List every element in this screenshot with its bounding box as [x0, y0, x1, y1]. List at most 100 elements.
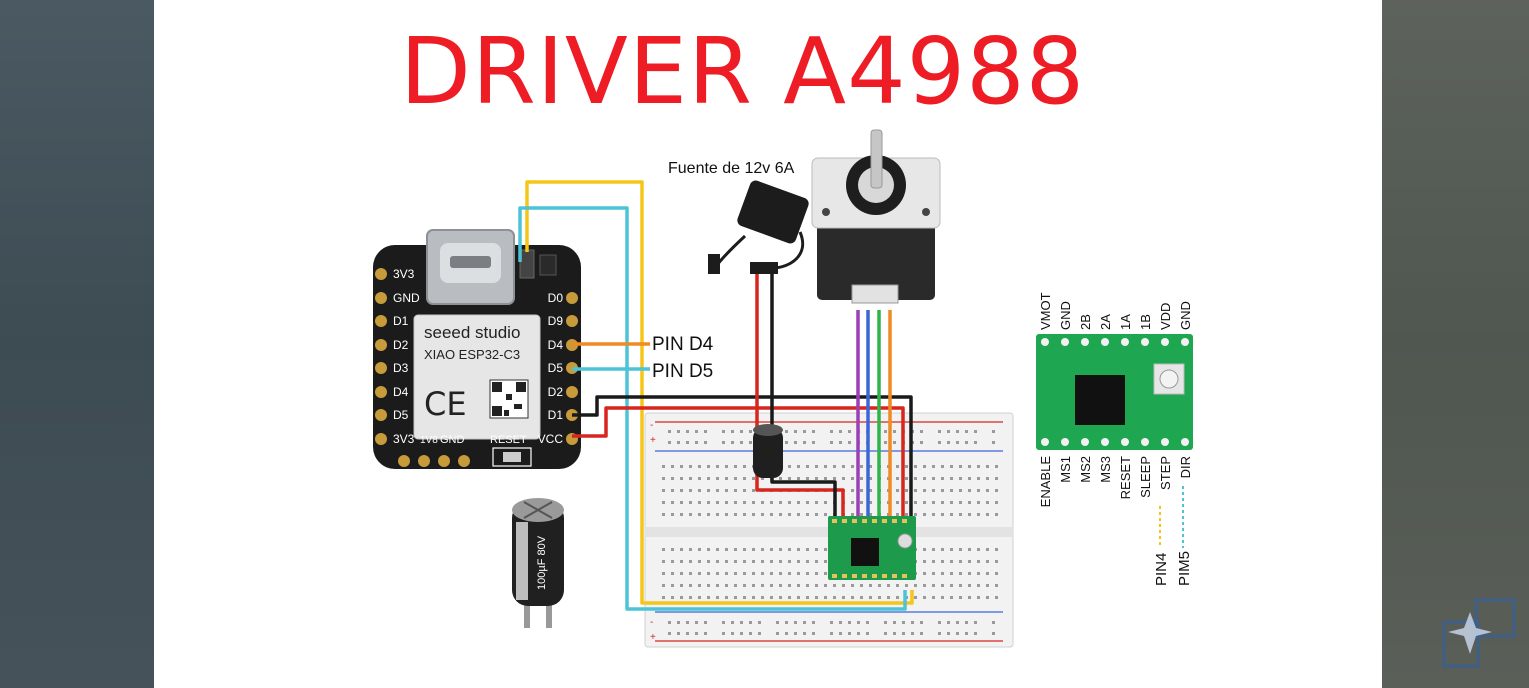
breadboard-hole [788, 548, 791, 551]
breadboard-rail-hole [974, 441, 977, 444]
a4988-pad [1081, 438, 1089, 446]
breadboard-hole [761, 584, 764, 587]
breadboard-hole [707, 477, 710, 480]
breadboard-hole [698, 572, 701, 575]
capacitor-on-breadboard [753, 424, 783, 478]
breadboard-hole [671, 584, 674, 587]
breadboard-hole [923, 584, 926, 587]
a4988-pad [1061, 438, 1069, 446]
breadboard-hole [788, 465, 791, 468]
breadboard-hole [824, 560, 827, 563]
breadboard-hole [707, 584, 710, 587]
a4988-pad [1041, 438, 1049, 446]
breadboard-hole [815, 584, 818, 587]
a4988-pin [832, 574, 837, 578]
breadboard-hole [752, 513, 755, 516]
breadboard-hole [689, 501, 692, 504]
breadboard-hole [950, 489, 953, 492]
breadboard-rail-hole [920, 441, 923, 444]
breadboard-hole [671, 560, 674, 563]
breadboard-hole [824, 465, 827, 468]
breadboard-hole [959, 477, 962, 480]
breadboard-hole [959, 501, 962, 504]
esp32-pad [566, 315, 578, 327]
breadboard-hole [797, 584, 800, 587]
breadboard-hole [662, 596, 665, 599]
breadboard-hole [815, 477, 818, 480]
esp32-right-pin-label: VCC [538, 432, 564, 446]
breadboard-hole [734, 596, 737, 599]
breadboard-rail-hole [668, 621, 671, 624]
breadboard-hole [851, 489, 854, 492]
breadboard-rail-hole [731, 441, 734, 444]
breadboard-rail-hole [704, 632, 707, 635]
esp32-right-pin-label: D5 [548, 361, 564, 375]
breadboard-hole [977, 572, 980, 575]
breadboard-rail-hole [731, 430, 734, 433]
breadboard-hole [743, 596, 746, 599]
a4988-pad [1141, 338, 1149, 346]
esp32-1v8-label: 1V8 [420, 435, 438, 446]
breadboard-hole [950, 584, 953, 587]
breadboard-hole [869, 596, 872, 599]
breadboard-rail-hole [965, 430, 968, 433]
breadboard-hole [914, 477, 917, 480]
breadboard-rail-hole [848, 430, 851, 433]
breadboard-hole [968, 465, 971, 468]
breadboard-rail-hole [740, 632, 743, 635]
breadboard-hole [932, 513, 935, 516]
breadboard-hole [680, 465, 683, 468]
breadboard-hole [995, 572, 998, 575]
breadboard-hole [923, 477, 926, 480]
breadboard-hole [995, 513, 998, 516]
breadboard-hole [770, 572, 773, 575]
breadboard-rail-hole [830, 632, 833, 635]
a4988-pin [892, 519, 897, 523]
breadboard-rail-hole [893, 430, 896, 433]
watermark-logo-icon [1442, 598, 1516, 668]
breadboard-hole [680, 596, 683, 599]
breadboard-hole [689, 572, 692, 575]
capacitor-value-label: 100µF 80V [536, 535, 548, 590]
breadboard-hole [896, 513, 899, 516]
esp32-pad [566, 386, 578, 398]
esp32-pad [458, 455, 470, 467]
breadboard-hole [689, 584, 692, 587]
breadboard-hole [995, 465, 998, 468]
breadboard-hole [941, 465, 944, 468]
breadboard-hole [734, 489, 737, 492]
breadboard-hole [986, 560, 989, 563]
breadboard-rail-hole [884, 430, 887, 433]
breadboard-hole [725, 596, 728, 599]
breadboard-rail-hole [956, 621, 959, 624]
breadboard-rail-hole [749, 621, 752, 624]
breadboard-hole [842, 465, 845, 468]
breadboard-rail-hole [992, 430, 995, 433]
breadboard-rail-hole [974, 430, 977, 433]
breadboard-hole [734, 584, 737, 587]
breadboard-rail-hole [938, 441, 941, 444]
breadboard-hole [986, 465, 989, 468]
esp32-pad [375, 339, 387, 351]
breadboard-hole [734, 548, 737, 551]
breadboard-hole [932, 596, 935, 599]
a4988-pin [832, 519, 837, 523]
esp32-left-pin-label: D1 [393, 314, 409, 328]
breadboard-hole [860, 489, 863, 492]
breadboard-hole [770, 501, 773, 504]
esp32-right-pin-label: D0 [548, 291, 564, 305]
breadboard-hole [788, 513, 791, 516]
a4988-pad [1101, 338, 1109, 346]
a4988-top-pin-label: 1A [1118, 314, 1133, 330]
a4988-pin [872, 574, 877, 578]
breadboard-rail-hole [794, 441, 797, 444]
breadboard-hole [761, 548, 764, 551]
breadboard-rail-hole [902, 621, 905, 624]
breadboard-hole [833, 465, 836, 468]
breadboard-hole [887, 584, 890, 587]
breadboard-hole [662, 572, 665, 575]
breadboard-hole [716, 465, 719, 468]
a4988-pin [882, 574, 887, 578]
breadboard-rail-hole [704, 430, 707, 433]
breadboard-hole [716, 477, 719, 480]
